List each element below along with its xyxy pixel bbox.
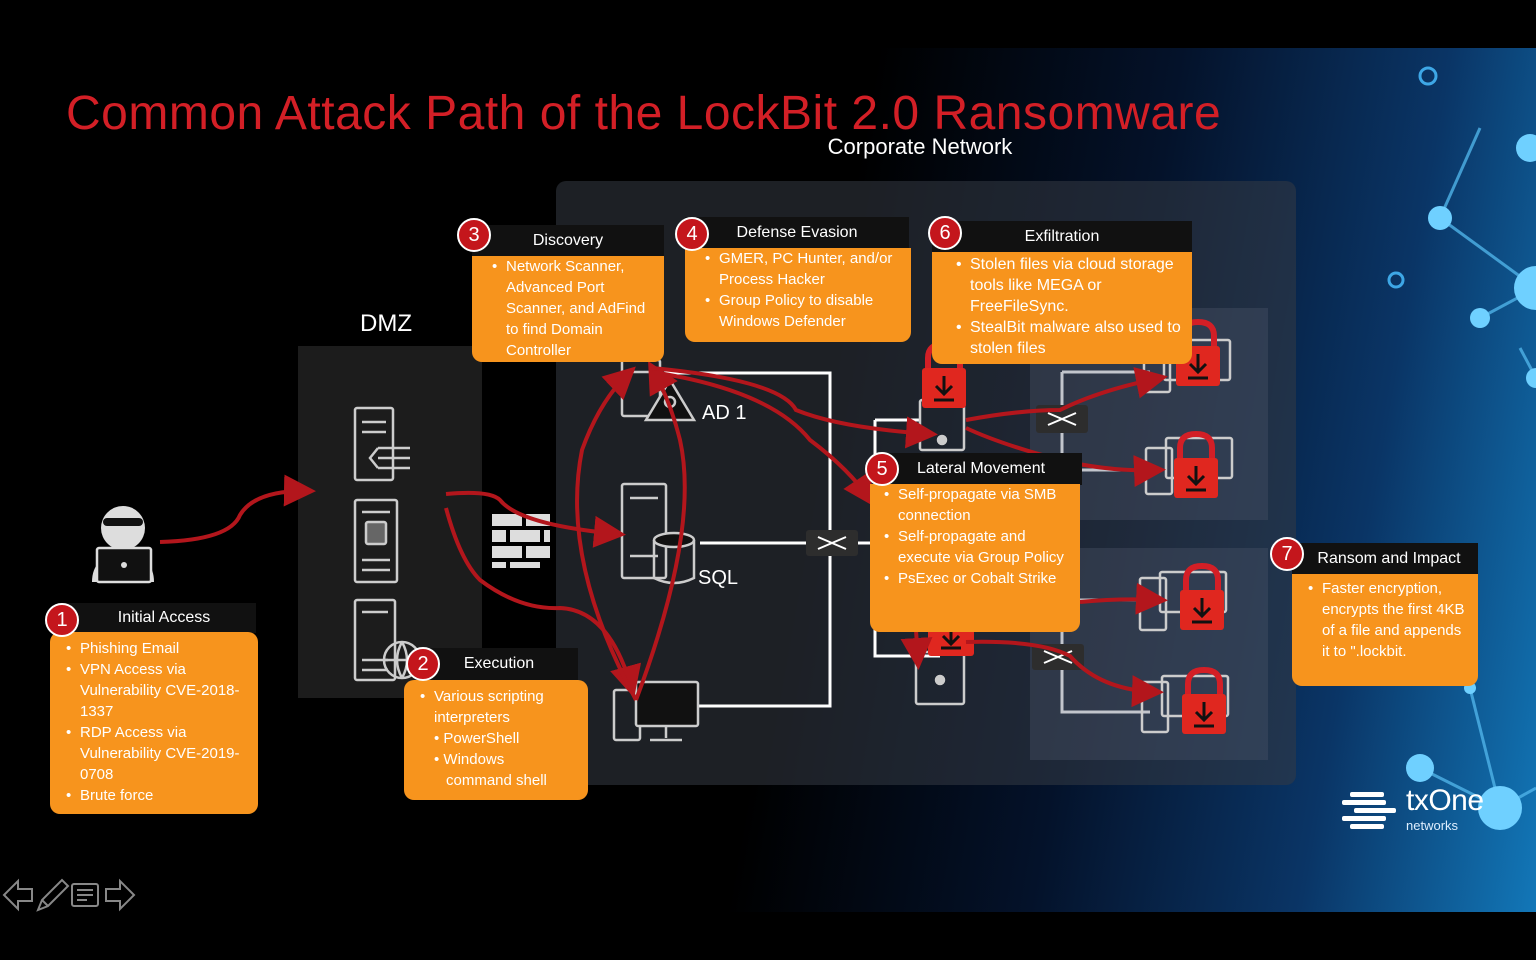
workstation-icon — [612, 680, 700, 742]
step-6-card: Stolen files via cloud storage tools lik… — [932, 252, 1192, 364]
notes-icon[interactable] — [71, 883, 99, 907]
sql-label: SQL — [698, 567, 739, 589]
step-6-item: Stolen files via cloud storage tools lik… — [948, 254, 1186, 317]
brand-sub: networks — [1406, 818, 1459, 833]
molecule-background — [1387, 66, 1536, 830]
step-2-subitem: • PowerShell — [434, 730, 520, 747]
step-3-badge: 3 — [457, 218, 491, 252]
firewall-icon — [492, 514, 550, 568]
step-2-header: Execution — [420, 648, 578, 680]
step-2-badge: 2 — [406, 647, 440, 681]
step-5-header: Lateral Movement — [880, 453, 1082, 485]
step-3-card: Network Scanner, Advanced Port Scanner, … — [472, 256, 664, 362]
dmz-label: DMZ — [360, 310, 412, 337]
switch-icon — [806, 530, 858, 556]
dmz-server-icon — [353, 406, 410, 482]
brand-name: txOne — [1406, 784, 1484, 817]
step-6-badge: 6 — [928, 216, 962, 250]
step-4-title: Defense Evasion — [736, 224, 858, 241]
step-5-item: Self-propagate and execute via Group Pol… — [876, 526, 1074, 568]
txone-logo-mark — [1342, 792, 1396, 829]
step-1-title: Initial Access — [117, 609, 211, 626]
pen-icon[interactable] — [36, 878, 70, 912]
step-1-card: Phishing Email VPN Access via Vulnerabil… — [50, 632, 258, 814]
attack-path-arrows — [159, 361, 1168, 708]
step-1-item: RDP Access via Vulnerability CVE-2019-07… — [58, 722, 250, 785]
step-4-item: Group Policy to disable Windows Defender — [697, 290, 905, 332]
step-1-header: Initial Access — [66, 603, 256, 633]
step-4-card: GMER, PC Hunter, and/or Process Hacker G… — [685, 248, 911, 342]
step-2-item: Various scripting interpreters — [412, 686, 580, 728]
step-4-badge: 4 — [675, 217, 709, 251]
step-5-title: Lateral Movement — [916, 460, 1046, 477]
step-6-title: Exfiltration — [1024, 228, 1100, 245]
ransom-lock-icons — [922, 318, 1226, 734]
step-2-title: Execution — [463, 655, 535, 672]
txone-logo: txOne networks — [1340, 784, 1510, 834]
attacker-icon — [92, 506, 154, 584]
step-1-item: Brute force — [58, 785, 250, 806]
step-1-item: VPN Access via Vulnerability CVE-2018-13… — [58, 659, 250, 722]
slide-title: Common Attack Path of the LockBit 2.0 Ra… — [66, 87, 1222, 140]
step-7-header: Ransom and Impact — [1292, 543, 1478, 575]
step-7-card: Faster encryption, encrypts the first 4K… — [1292, 574, 1478, 686]
step-7-item: Faster encryption, encrypts the first 4K… — [1300, 578, 1470, 662]
step-2-subitem: • Windows — [434, 751, 505, 768]
step-5-item: Self-propagate via SMB connection — [876, 484, 1074, 526]
step-2-card: Various scripting interpreters • PowerSh… — [404, 680, 588, 800]
step-5-item: PsExec or Cobalt Strike — [876, 568, 1074, 589]
step-1-badge: 1 — [45, 603, 79, 637]
step-3-header: Discovery — [472, 225, 664, 257]
step-2-subitem: command shell — [446, 772, 547, 789]
step-7-badge: 7 — [1270, 537, 1304, 571]
ad-label: AD 1 — [702, 402, 747, 424]
step-3-title: Discovery — [532, 232, 604, 249]
step-6-item: StealBit malware also used to stolen fil… — [948, 317, 1186, 359]
previous-slide-icon[interactable] — [2, 878, 33, 912]
corporate-network-label: Corporate Network — [827, 134, 1013, 159]
presentation-controls — [0, 876, 140, 916]
step-3-item: Network Scanner, Advanced Port Scanner, … — [484, 256, 658, 361]
step-7-title: Ransom and Impact — [1317, 550, 1461, 567]
step-4-item: GMER, PC Hunter, and/or Process Hacker — [697, 248, 905, 290]
step-5-badge: 5 — [865, 452, 899, 486]
step-5-card: Self-propagate via SMB connection Self-p… — [870, 484, 1080, 632]
vpn-server-icon — [353, 498, 399, 584]
next-slide-icon[interactable] — [105, 878, 136, 912]
step-6-header: Exfiltration — [932, 221, 1192, 253]
step-1-item: Phishing Email — [58, 638, 250, 659]
sql-server-icon — [620, 482, 696, 585]
step-4-header: Defense Evasion — [685, 217, 909, 249]
